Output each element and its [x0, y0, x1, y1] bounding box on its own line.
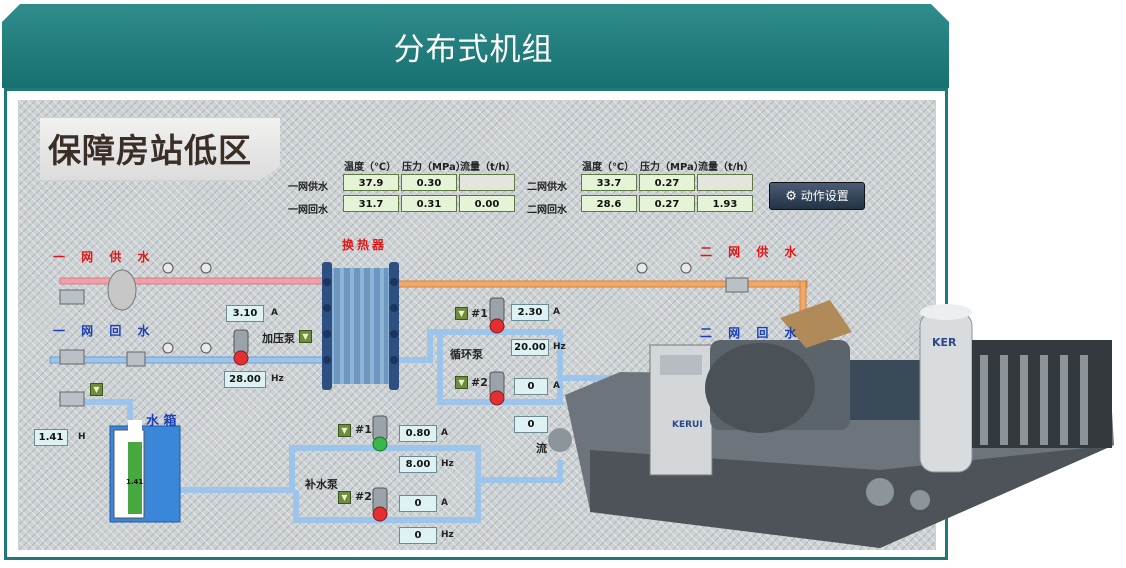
circ-pump1-current-unit: A [553, 307, 560, 317]
primary-return-pressure: 0.31 [401, 195, 457, 212]
col-header-flow: 流量（t/h） [460, 162, 516, 173]
booster-current-unit: A [271, 308, 278, 318]
makeup-pump2-current-unit: A [441, 498, 448, 508]
booster-pump-dropdown[interactable]: ▼ [299, 330, 312, 343]
booster-frequency: 28.00 [224, 371, 266, 388]
circ-pump1-frequency-unit: Hz [553, 342, 566, 352]
row-label-primary-supply: 一网供水 [288, 182, 328, 193]
secondary-return-flow: 1.93 [697, 195, 753, 212]
makeup-pump2-frequency-unit: Hz [441, 530, 454, 540]
makeup-pump1-frequency: 8.00 [399, 456, 437, 473]
makeup-pump1-current-unit: A [441, 428, 448, 438]
primary-return-flow: 0.00 [459, 195, 515, 212]
circ-pump1-dropdown[interactable]: ▼ [455, 307, 468, 320]
makeup-pump1-tag: #1 [355, 423, 372, 436]
booster-pump-label: 加压泵 [262, 332, 295, 345]
circ-pump2-frequency: 0 [514, 416, 548, 433]
makeup-pump1-frequency-unit: Hz [441, 459, 454, 469]
primary-supply-temp: 37.9 [343, 174, 399, 191]
action-settings-button[interactable]: ⚙ 动作设置 [769, 182, 865, 210]
booster-pump-icon [233, 329, 249, 366]
booster-frequency-unit: Hz [271, 374, 284, 384]
tank-level-readout: 1.41 [126, 478, 144, 486]
secondary-supply-flow [697, 174, 753, 191]
secondary-supply-pressure: 0.27 [639, 174, 695, 191]
makeup-pump2-tag: #2 [355, 490, 372, 503]
partial-label: 流 [536, 442, 547, 455]
makeup-pump2-dropdown[interactable]: ▼ [338, 491, 351, 504]
tank-level-value: 1.41 [34, 429, 68, 446]
label-primary-supply: 一 网 供 水 [53, 250, 156, 264]
title-bar [2, 4, 949, 88]
booster-current: 3.10 [226, 305, 264, 322]
heat-exchanger [322, 262, 399, 390]
makeup-pump2-frequency: 0 [399, 527, 437, 544]
label-water-tank: 水 箱 [146, 414, 177, 429]
subtitle-plate [40, 118, 280, 180]
circ-pump2-tag: #2 [471, 376, 488, 389]
tank-valve-dropdown[interactable]: ▼ [90, 383, 103, 396]
circ-pump2-dropdown[interactable]: ▼ [455, 376, 468, 389]
equipment-photo [548, 300, 1114, 548]
circ-pump2-current-unit: A [553, 381, 560, 391]
row-label-secondary-return: 二网回水 [527, 205, 567, 216]
col-header-temp-2: 温度（℃） [582, 162, 635, 173]
tank-level-fill [128, 442, 142, 514]
tank-brand: KER [932, 336, 957, 349]
primary-supply-pipe [59, 277, 331, 285]
makeup-pump1-current: 0.80 [399, 425, 437, 442]
page-title: 分布式机组 [393, 32, 554, 68]
secondary-return-pressure: 0.27 [639, 195, 695, 212]
makeup-pump-label: 补水泵 [305, 478, 338, 491]
col-header-pressure-2: 压力（MPa） [640, 162, 704, 173]
primary-return-temp: 31.7 [343, 195, 399, 212]
row-label-secondary-supply: 二网供水 [527, 182, 567, 193]
secondary-supply-temp: 33.7 [581, 174, 637, 191]
circulation-pump-label: 循环泵 [450, 348, 483, 361]
label-primary-return: 一 网 回 水 [53, 324, 156, 338]
col-header-flow-2: 流量（t/h） [698, 162, 754, 173]
primary-supply-pressure: 0.30 [401, 174, 457, 191]
makeup-pump1-dropdown[interactable]: ▼ [338, 424, 351, 437]
label-heat-exchanger: 换热器 [342, 238, 388, 252]
row-label-primary-return: 一网回水 [288, 205, 328, 216]
station-title: 保障房站低区 [48, 131, 252, 170]
makeup-pump2-current: 0 [399, 495, 437, 512]
col-header-temp: 温度（℃） [344, 162, 397, 173]
primary-supply-flow [459, 174, 515, 191]
water-tank [109, 420, 181, 523]
col-header-pressure: 压力（MPa） [402, 162, 466, 173]
primary-return-pipe [49, 356, 331, 364]
gear-icon: ⚙ [785, 189, 797, 204]
circ-pump2-current: 0 [514, 378, 548, 395]
tank-level-unit: H [78, 432, 86, 442]
secondary-return-temp: 28.6 [581, 195, 637, 212]
label-secondary-return: 二 网 回 水 [700, 326, 803, 340]
label-secondary-supply: 二 网 供 水 [700, 245, 803, 259]
circ-pump1-frequency: 20.00 [511, 339, 549, 356]
action-settings-label: 动作设置 [800, 189, 849, 203]
circ-pump1-tag: #1 [471, 307, 488, 320]
circ-pump1-current: 2.30 [511, 304, 549, 321]
equipment-brand: KERUI [672, 420, 703, 430]
